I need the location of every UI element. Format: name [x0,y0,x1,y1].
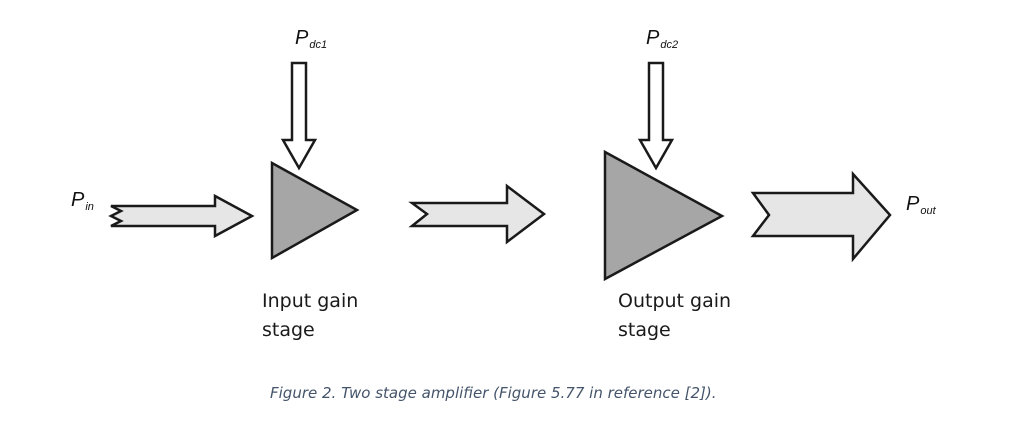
pdc1-label: Pdc1 [295,27,327,51]
input-stage-label-line1: Input gain [262,290,358,312]
pout-symbol: P [906,193,920,215]
pdc2-symbol: P [646,27,660,49]
pdc1-symbol: P [295,27,309,49]
pin-label: Pin [71,189,94,213]
interstage-arrow [408,183,547,245]
dc1-down-arrow [280,61,318,171]
pout-label: Pout [906,193,937,217]
pdc2-label: Pdc2 [646,27,678,51]
output-stage-label-line1: Output gain [618,290,731,312]
input-gain-stage-triangle [270,160,360,261]
pin-subscript: in [85,201,94,213]
output-arrow [750,170,892,263]
output-gain-stage-triangle [603,149,725,282]
pin-symbol: P [71,189,85,211]
output-stage-label-line2: stage [618,319,671,341]
input-stage-label-line2: stage [262,319,315,341]
pdc2-subscript: dc2 [660,39,678,51]
pdc1-subscript: dc1 [309,39,327,51]
dc2-down-arrow [637,61,675,171]
input-arrow [108,193,255,239]
figure-caption: Figure 2. Two stage amplifier (Figure 5.… [270,384,717,402]
pout-subscript: out [920,205,936,217]
